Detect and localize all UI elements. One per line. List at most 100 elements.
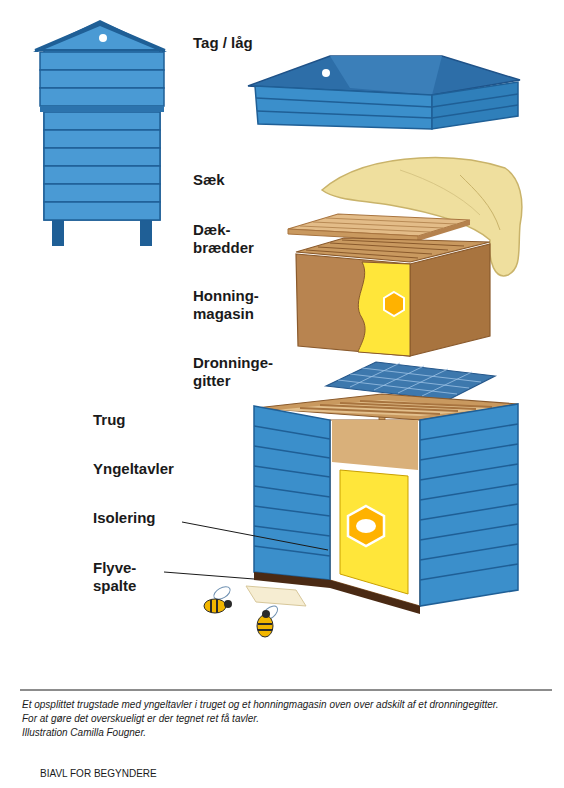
hive-overview-part (40, 106, 164, 112)
honey-super-part-part (342, 240, 464, 246)
honey-super-part (306, 240, 464, 258)
part-label: Dæk- brædder (193, 221, 254, 257)
queen-excluder-part-part (362, 368, 481, 382)
brood-box-part (420, 424, 518, 580)
brood-box-part (420, 404, 518, 606)
hive-overview-part-part (40, 70, 164, 88)
bees (204, 584, 280, 637)
brood-box-part (356, 519, 376, 533)
brood-box-part (340, 470, 408, 594)
honey-super-part (410, 244, 490, 356)
brood-box-part-part (360, 401, 492, 407)
caption-rule (20, 690, 552, 691)
hive-overview-part (33, 20, 167, 52)
cover-boards-part (300, 218, 456, 232)
bees-part (258, 629, 272, 631)
queen-excluder-part-part (350, 363, 400, 387)
brood-box-part (348, 506, 384, 546)
brood-box-part-part (420, 564, 518, 580)
brood-box-part-part (254, 446, 330, 458)
hive-overview-part-part (40, 88, 164, 106)
part-label: Yngeltavler (93, 460, 174, 478)
cover-boards-part-part (326, 218, 456, 224)
brood-box-part-part (254, 486, 330, 497)
queen-excluder-part-part (338, 380, 457, 394)
hive-overview-part (140, 218, 152, 246)
brood-box (246, 394, 518, 614)
roof-lid-part-part (432, 105, 518, 118)
brood-box-part-part (254, 426, 330, 439)
part-label: Trug (93, 411, 126, 429)
bees-part (257, 615, 273, 637)
roof-lid-part-part (432, 94, 518, 107)
leader-line (164, 572, 254, 579)
brood-box-part-part (254, 466, 330, 477)
roof-lid (248, 56, 520, 129)
roof-lid-part (255, 86, 432, 129)
leader-line (182, 522, 328, 550)
bees-part (262, 610, 270, 618)
queen-excluder-part-part (422, 372, 472, 396)
bees-part (224, 600, 232, 608)
bees-part (210, 600, 212, 612)
hive-overview-part (40, 52, 164, 220)
roof-lid-part (330, 56, 442, 95)
honey-super-part (296, 254, 410, 356)
caption-credit: Illustration Camilla Fougner. (22, 726, 146, 739)
part-label: Sæk (193, 171, 225, 189)
brood-box-part (300, 401, 492, 414)
part-label: Honning- magasin (193, 287, 259, 323)
brood-box-part (330, 420, 420, 606)
sack-part (400, 170, 480, 215)
brood-box-part-part (254, 526, 330, 536)
queen-excluder-part-part (350, 374, 469, 388)
caption: Et opsplittet trugstade med yngeltavler … (22, 698, 499, 711)
roof-lid-part (432, 82, 518, 129)
hive-overview-part-part (44, 148, 160, 166)
roof-lid-part (256, 94, 518, 118)
bees-part (216, 599, 218, 613)
brood-box-part-part (254, 506, 330, 516)
brood-box-part-part (420, 464, 518, 480)
brood-box-part-part (420, 504, 518, 520)
hive-overview-part-part (44, 166, 160, 184)
hive-overview-part-part (44, 112, 160, 130)
footer-text: BIAVL FOR BEGYNDERE (40, 768, 157, 780)
caption-note: For at gøre det overskueligt er der tegn… (22, 712, 259, 725)
brood-box-part (246, 586, 306, 606)
honey-super-part (358, 262, 410, 356)
brood-box-part-part (420, 524, 518, 540)
hive-overview-part (52, 218, 64, 246)
queen-excluder-part (326, 362, 495, 400)
bees-part (258, 623, 272, 625)
queen-excluder-part-part (398, 369, 448, 393)
hive-overview-part-part (40, 52, 164, 70)
brood-box-part (254, 406, 330, 580)
part-label: Isolering (93, 509, 156, 527)
hive-overview (33, 20, 167, 246)
brood-box-part-part (254, 546, 330, 556)
brood-box-part-part (420, 484, 518, 500)
brood-box-part-part (420, 544, 518, 560)
part-label: Tag / låg (193, 34, 253, 52)
hive-overview-part-part (44, 130, 160, 148)
part-label: Dronninge- gitter (193, 354, 273, 390)
hive-overview-part-part (44, 202, 160, 220)
brood-box-part (254, 426, 330, 556)
brood-box-part (332, 420, 418, 470)
hive-overview-part (99, 34, 107, 42)
brood-box-part-part (420, 444, 518, 460)
queen-excluder-part-part (374, 366, 424, 390)
roof-lid-part-part (256, 98, 432, 107)
roof-lid-part (322, 69, 330, 77)
bees-part (204, 599, 226, 613)
part-label: Flyve- spalte (93, 559, 136, 595)
brood-box-part-part (420, 424, 518, 440)
honey-super (296, 238, 490, 356)
hive-overview-part (35, 22, 165, 50)
cover-boards (288, 214, 470, 241)
honey-super-part (384, 292, 404, 316)
queen-excluder-part (338, 363, 481, 396)
roof-lid-part-part (257, 111, 432, 118)
